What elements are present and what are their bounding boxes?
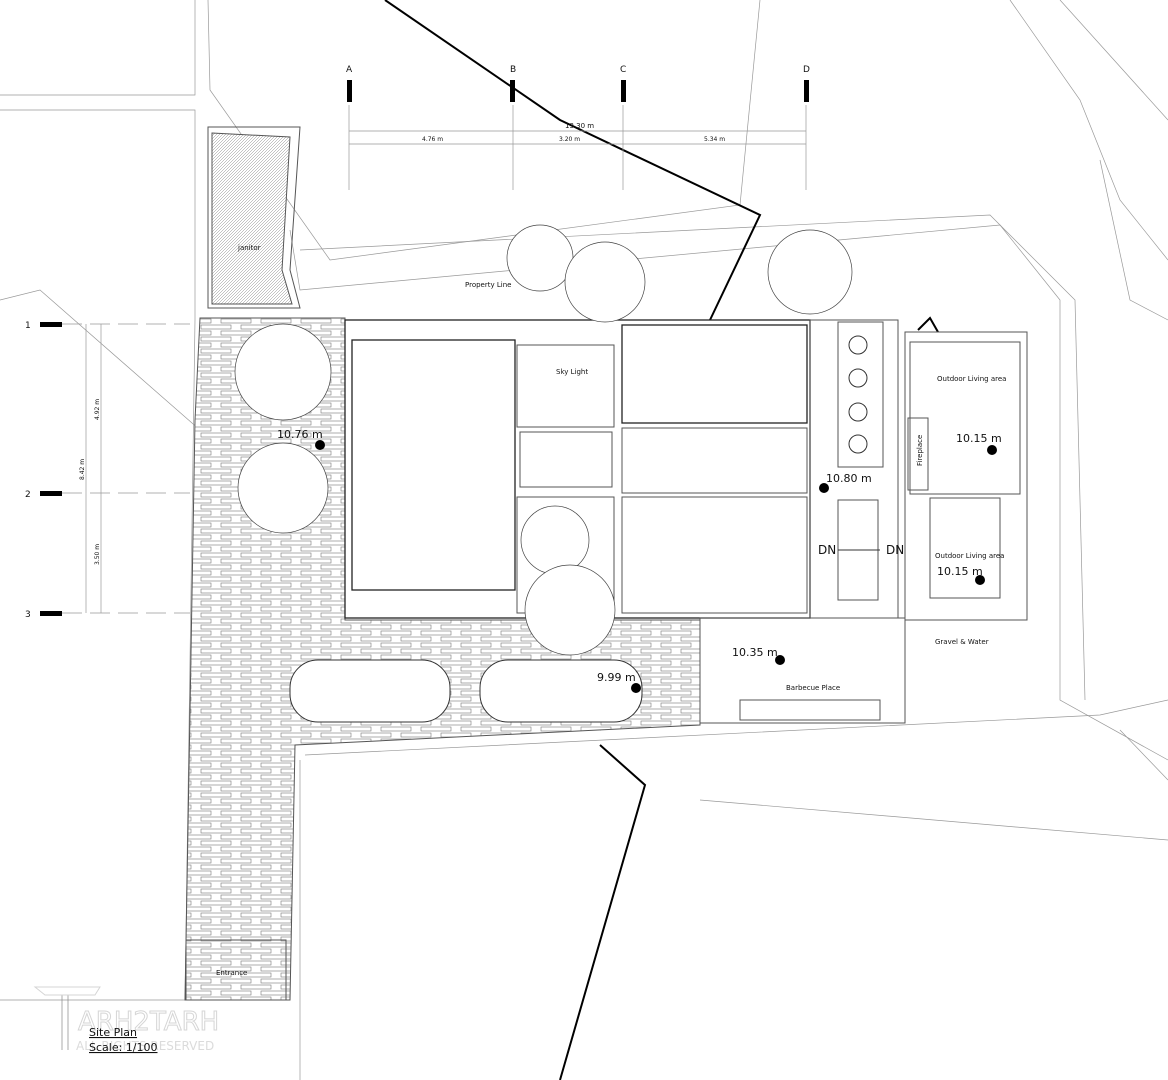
watermark-brand: ARH2TARH (78, 1007, 219, 1037)
janitor-label: janitor (237, 244, 261, 252)
cars (289, 659, 643, 723)
level-markers: 10.76 m 10.80 m 10.15 m 10.15 m 10.35 m … (277, 428, 1002, 693)
stair-down-label-2: DN (886, 543, 904, 557)
dimension: 4.92 m (94, 399, 101, 420)
trees (234, 224, 853, 656)
plants (848, 335, 868, 454)
dimension: 3.20 m (559, 136, 580, 143)
janitor-room: janitor (207, 126, 301, 309)
level-label: 10.15 m (937, 565, 983, 578)
car-icon (479, 659, 643, 723)
grid-y: 1 2 3 8.42 m 4.92 m 3.50 m (25, 321, 190, 620)
dimension: 5.34 m (704, 136, 725, 143)
grid-label: D (803, 65, 810, 75)
sky-light-label: Sky Light (556, 368, 588, 376)
paving: Entrance (184, 317, 701, 1001)
stair-down-label-1: DN (818, 543, 836, 557)
fireplace-label: Fireplace (916, 435, 924, 466)
level-label: 10.35 m (732, 646, 778, 659)
dimension: 3.50 m (94, 544, 101, 565)
level-label: 10.15 m (956, 432, 1002, 445)
outdoor-living: Outdoor Living area Outdoor Living area … (904, 331, 1028, 646)
level-label: 10.76 m (277, 428, 323, 441)
grid-label: A (346, 65, 353, 75)
dimension: 4.76 m (422, 136, 443, 143)
watermark: ARH2TARH ALL RIGHTS RESERVED (33, 986, 220, 1053)
drawing-title: Site Plan (89, 1026, 137, 1039)
grid-label: 1 (25, 321, 31, 331)
property-line (384, 0, 939, 1080)
grid-label: C (620, 65, 626, 75)
outdoor-living-label-1: Outdoor Living area (937, 375, 1006, 383)
property-line-label: Property Line (465, 281, 511, 289)
entrance-label: Entrance (216, 969, 247, 977)
gravel-water-label: Gravel & Water (935, 638, 989, 646)
outdoor-living-label-2: Outdoor Living area (935, 552, 1004, 560)
dimension-total: 8.42 m (79, 459, 86, 480)
grid-x: A B C D 13.30 m 4.76 m 3.20 m 5.34 m (346, 65, 810, 190)
drawing-scale: Scale: 1/100 (89, 1041, 158, 1054)
dimension-total: 13.30 m (565, 122, 594, 130)
grid-label: 3 (25, 610, 31, 620)
grid-label: B (510, 65, 516, 75)
grid-label: 2 (25, 490, 31, 500)
watermark-rights: ALL RIGHTS RESERVED (76, 1039, 214, 1053)
car-icon (289, 659, 451, 723)
barbecue-label: Barbecue Place (786, 684, 840, 692)
level-label: 9.99 m (597, 671, 636, 684)
level-label: 10.80 m (826, 472, 872, 485)
